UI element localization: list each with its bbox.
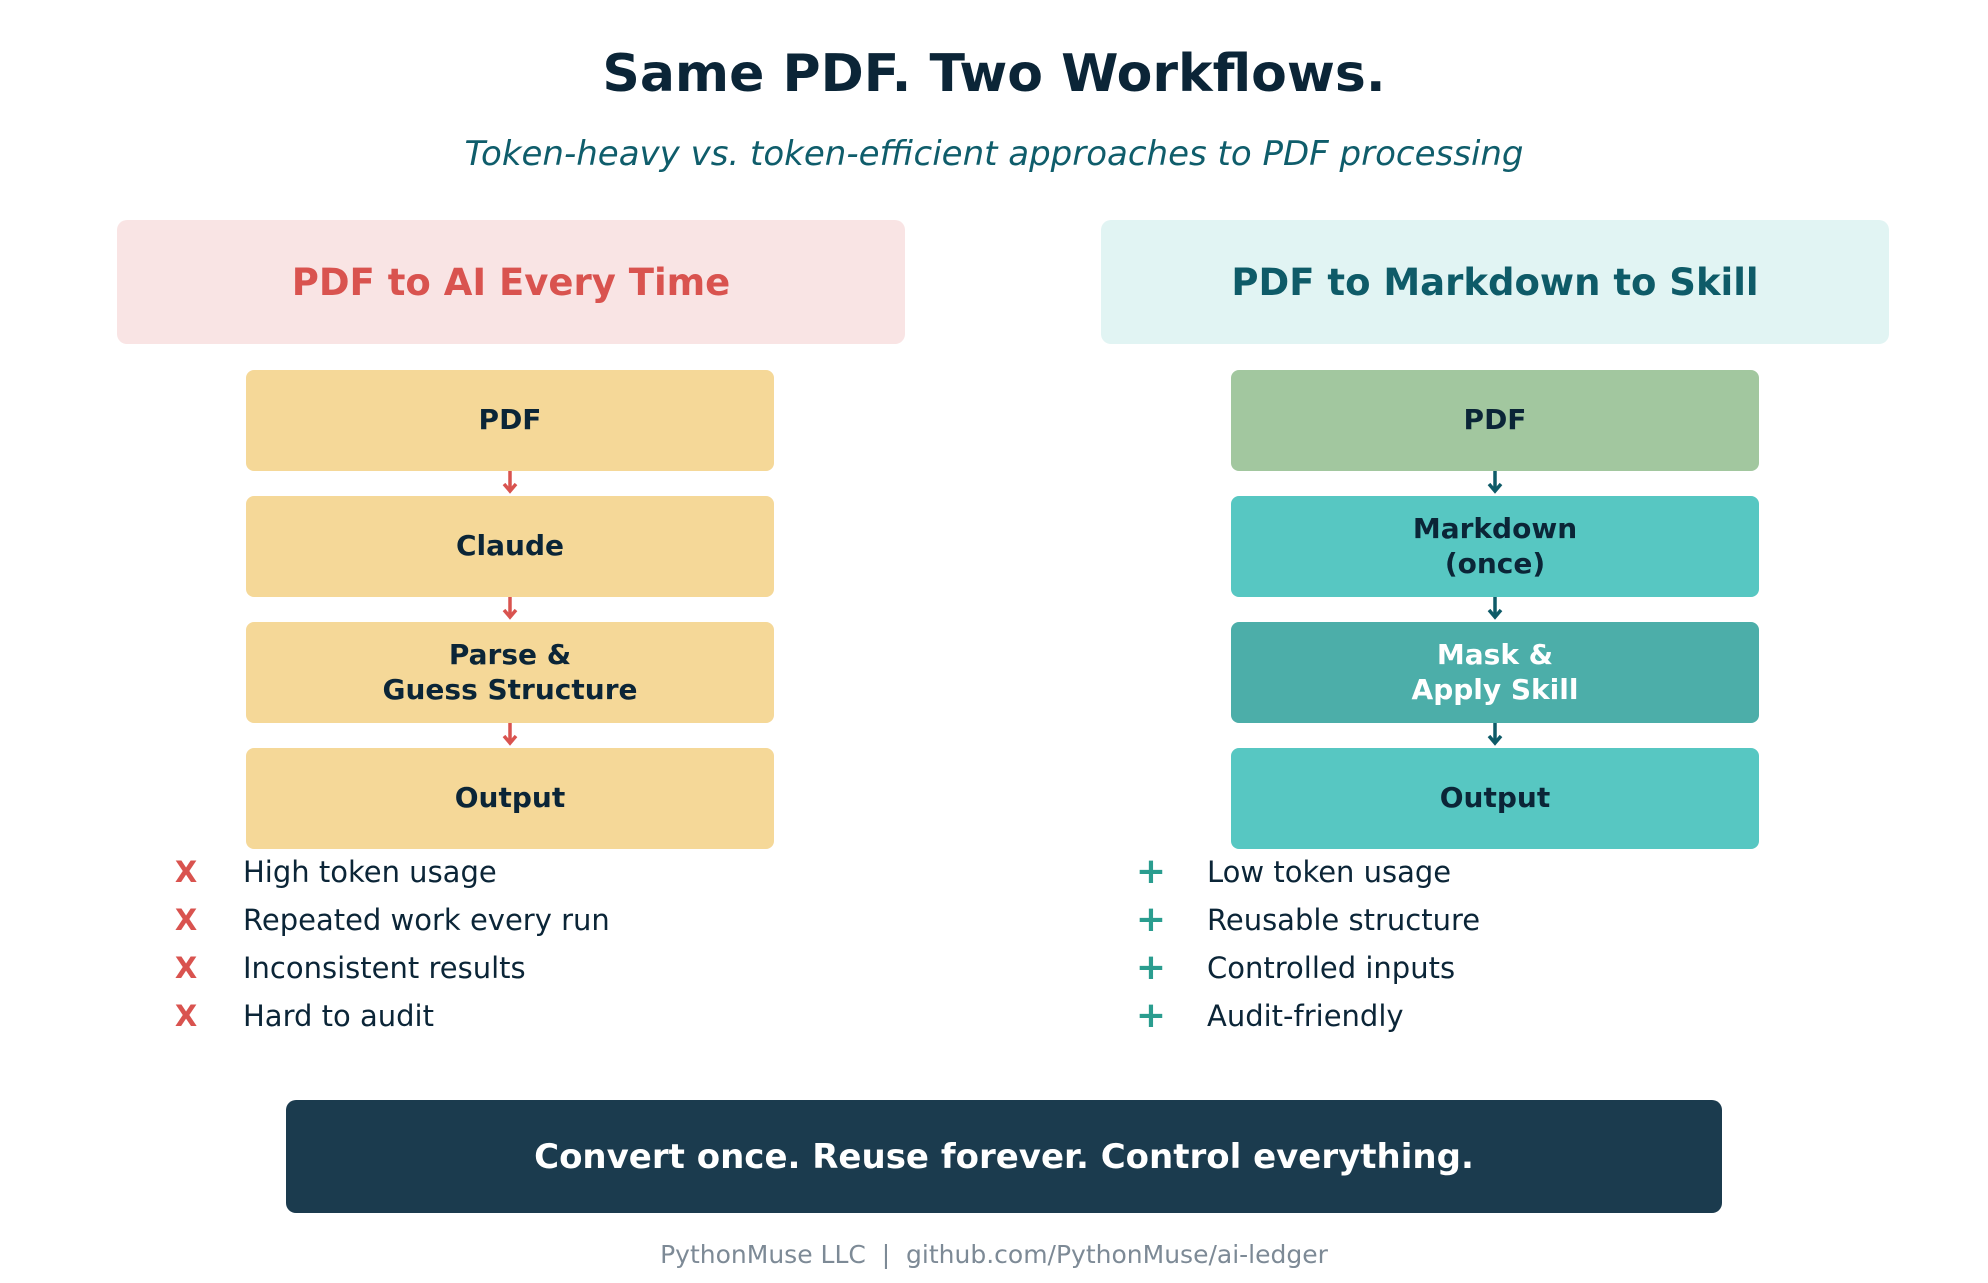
left-step-pdf: PDF [246, 370, 774, 471]
right-step-pdf: PDF [1231, 370, 1759, 471]
left-step-output: Output [246, 748, 774, 849]
right-bullet: Low token usage [1207, 855, 1452, 889]
right-arrow-1 [1487, 471, 1503, 494]
x-mark-icon: X [174, 999, 198, 1033]
left-arrow-3 [502, 723, 518, 746]
right-arrow-3 [1487, 723, 1503, 746]
plus-icon: + [1135, 899, 1167, 940]
left-bullet: Inconsistent results [243, 951, 526, 985]
right-step-output: Output [1231, 748, 1759, 849]
left-step-parse: Parse & Guess Structure [246, 622, 774, 723]
x-mark-icon: X [174, 951, 198, 985]
left-arrow-2 [502, 597, 518, 620]
page-subtitle: Token-heavy vs. token-efficient approach… [464, 134, 1524, 174]
left-bullet: Repeated work every run [243, 903, 610, 937]
plus-icon: + [1135, 851, 1167, 892]
page-title: Same PDF. Two Workflows. [602, 44, 1386, 104]
x-mark-icon: X [174, 855, 198, 889]
left-arrow-1 [502, 471, 518, 494]
plus-icon: + [1135, 995, 1167, 1036]
right-arrow-2 [1487, 597, 1503, 620]
right-step-mask-skill: Mask & Apply Skill [1231, 622, 1759, 723]
right-workflow-header: PDF to Markdown to Skill [1101, 220, 1889, 344]
x-mark-icon: X [174, 903, 198, 937]
footer-credit: PythonMuse LLC | github.com/PythonMuse/a… [660, 1240, 1328, 1269]
right-bullet: Audit-friendly [1207, 999, 1404, 1033]
left-bullet: Hard to audit [243, 999, 434, 1033]
summary-banner: Convert once. Reuse forever. Control eve… [286, 1100, 1722, 1213]
right-step-markdown: Markdown (once) [1231, 496, 1759, 597]
left-step-claude: Claude [246, 496, 774, 597]
right-bullet: Controlled inputs [1207, 951, 1456, 985]
right-bullet: Reusable structure [1207, 903, 1481, 937]
left-workflow-header: PDF to AI Every Time [117, 220, 905, 344]
left-bullet: High token usage [243, 855, 497, 889]
plus-icon: + [1135, 947, 1167, 988]
